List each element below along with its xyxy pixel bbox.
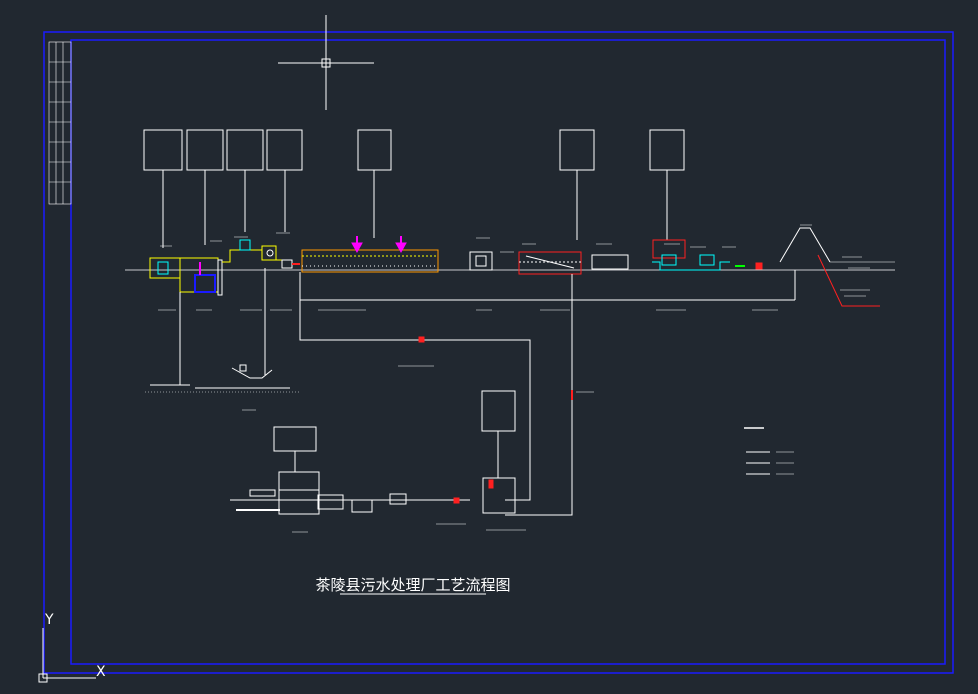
pretreatment-units [149, 239, 300, 296]
ucs-axis-icon [38, 628, 96, 683]
outer-frame-border [43, 31, 954, 674]
screenings-conveyor [145, 268, 300, 393]
drawing-title: 茶陵县污水处理厂工艺流程图 [315, 576, 510, 594]
ucs-x-label: X [96, 664, 106, 680]
outfall-embankment [779, 227, 895, 307]
legend [744, 427, 794, 475]
sludge-treatment-area [230, 390, 516, 515]
ucs-y-label: Y [44, 612, 54, 628]
inner-frame-border [70, 39, 946, 665]
main-flow-line [125, 269, 895, 301]
disinfection-units [591, 239, 763, 271]
sludge-return-line [299, 300, 531, 501]
crosshair-cursor-icon [278, 15, 374, 110]
annotation-marks [158, 224, 870, 533]
revision-strip [48, 41, 72, 205]
biological-reactor [301, 236, 439, 273]
drawing-frame [43, 31, 954, 674]
label-boxes [143, 129, 685, 248]
secondary-clarifier [469, 251, 582, 300]
excess-sludge-line [505, 300, 573, 516]
